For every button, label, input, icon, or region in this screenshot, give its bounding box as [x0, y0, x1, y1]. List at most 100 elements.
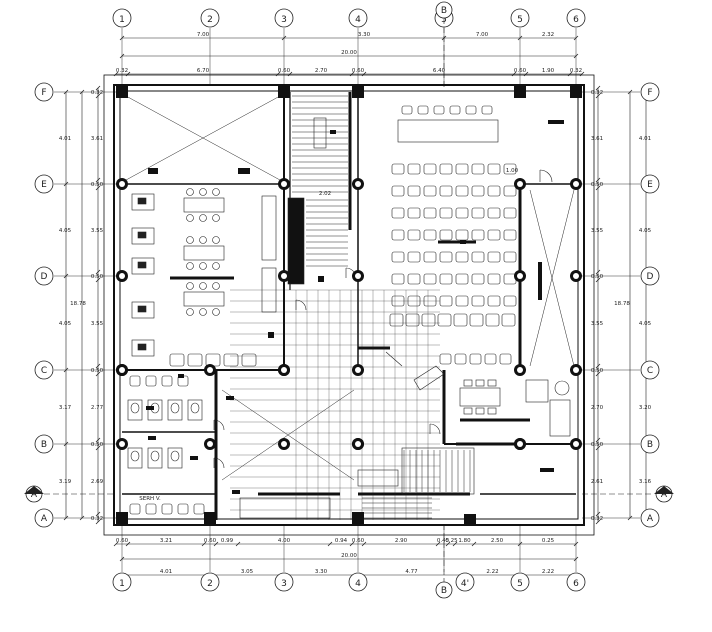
sink-2 [193, 503, 205, 515]
dim-left-outer-value: 4.01 [59, 136, 71, 142]
auditorium-chair [391, 251, 405, 263]
meeting-chair [475, 379, 485, 387]
desk-chair [212, 214, 220, 222]
auditorium-chair [439, 251, 453, 263]
dim-bottom-total-value: 20.00 [341, 553, 357, 559]
column-core [573, 181, 579, 187]
sink [145, 375, 157, 387]
column [352, 86, 364, 98]
dim-bottom-inner-tick [201, 541, 207, 547]
grid-bubble-bottom [455, 572, 475, 592]
dim-right-inner-value: 0.50 [591, 442, 604, 448]
grid-label-left: D [41, 272, 48, 282]
grid-label-left: F [41, 88, 46, 98]
auditorium-chair [455, 295, 469, 307]
auditorium-chair [439, 163, 453, 175]
dim-right-inner-value: 2.70 [591, 405, 604, 411]
auditorium-chair [407, 207, 421, 219]
column-core [119, 181, 125, 187]
column [570, 86, 582, 98]
row-seat [454, 353, 467, 365]
row-seat [484, 353, 497, 365]
auditorium-chair [439, 273, 453, 285]
dim-bottom-outer-value: 4.77 [405, 569, 418, 575]
dim-right-inner-value: 2.61 [591, 479, 603, 485]
dim-bottom-inner-value: 0.60 [352, 538, 365, 544]
void-cross [125, 95, 281, 181]
grid-bubble-left [34, 174, 54, 194]
auditorium-chair [503, 251, 517, 263]
dim-top-inner-value: 6.40 [433, 68, 446, 74]
desk-chair [186, 262, 194, 270]
toilet-label: SERH V. [139, 496, 161, 502]
dim-right-inner-value: 0.50 [591, 274, 604, 280]
workstation [131, 227, 155, 245]
auditorium-chair [487, 229, 501, 241]
stage-table [397, 119, 499, 143]
auditorium-chair [471, 229, 485, 241]
door-swing [213, 419, 225, 431]
dim-left-total-value: 18.78 [70, 301, 86, 307]
dim-left-inner-tick [95, 85, 101, 91]
auditorium-chair-front [501, 313, 516, 327]
grid-bubble-right [640, 360, 660, 380]
desk-chair [186, 308, 194, 316]
grid-label-top: 5 [517, 15, 523, 25]
grid-label-bottom: 4' [461, 579, 469, 589]
grid-label-top: 6 [573, 15, 579, 25]
auditorium-chair [391, 163, 405, 175]
section-mark-right-label: A [661, 490, 668, 500]
dim-left-inner-tick [95, 185, 101, 191]
auditorium-chair [423, 207, 437, 219]
door-swing [429, 423, 441, 435]
desk-chair [186, 236, 194, 244]
auditorium-chair [423, 295, 437, 307]
dim-bottom-inner-value: 0.45 [437, 538, 450, 544]
dim-bottom-outer-value: 2.22 [542, 569, 554, 575]
column [116, 86, 128, 98]
corner-door [385, 351, 445, 391]
auditorium-chair-front [389, 313, 404, 327]
dim-bottom-outer-value: 2.22 [486, 569, 498, 575]
dim-right-outer-value: 3.20 [639, 405, 652, 411]
desk-chair [212, 262, 220, 270]
auditorium-chair [407, 229, 421, 241]
dim-right-outer-value: 3.16 [639, 479, 652, 485]
section-mark-right-arrow [654, 486, 674, 494]
dim-top-total-value: 20.00 [341, 50, 357, 56]
dim-bottom-inner-tick [445, 541, 451, 547]
dim-right-inner-tick [595, 445, 601, 451]
dimension-layer [63, 35, 649, 578]
desk-chair [212, 188, 220, 196]
dim-top-inner-value: 0.60 [278, 68, 291, 74]
desk-chair [212, 236, 220, 244]
row-seat [439, 353, 452, 365]
grid-bubble-top [112, 8, 132, 28]
row-seat [499, 353, 512, 365]
sink-2 [145, 503, 157, 515]
dim-right-inner-tick [595, 269, 601, 275]
dim-right-outer-value: 4.05 [639, 228, 652, 234]
auditorium-chair [487, 295, 501, 307]
stage-chair [433, 105, 445, 115]
columns-layer [116, 86, 582, 524]
fixture-block [148, 436, 156, 440]
dim-right-inner-tick [595, 371, 601, 377]
auditorium-chair-front [469, 313, 484, 327]
grid-bubble-top [274, 8, 294, 28]
grid-bubble-right [640, 266, 660, 286]
dim-left-inner-tick [95, 363, 101, 369]
toilet-stall-2 [127, 447, 143, 469]
grid-label-left: C [41, 366, 47, 376]
wc-2 [170, 450, 180, 462]
auditorium-chair [471, 185, 485, 197]
auditorium-chair [439, 185, 453, 197]
auditorium-chair [391, 295, 405, 307]
dim-left-inner-value: 0.32 [91, 90, 103, 96]
column-core [517, 181, 523, 187]
fixture-block [318, 276, 324, 282]
dim-top-inner-value: 0.60 [352, 68, 365, 74]
auditorium-chair [471, 251, 485, 263]
void-cross-hall [221, 389, 355, 481]
fixture-block [190, 456, 198, 460]
